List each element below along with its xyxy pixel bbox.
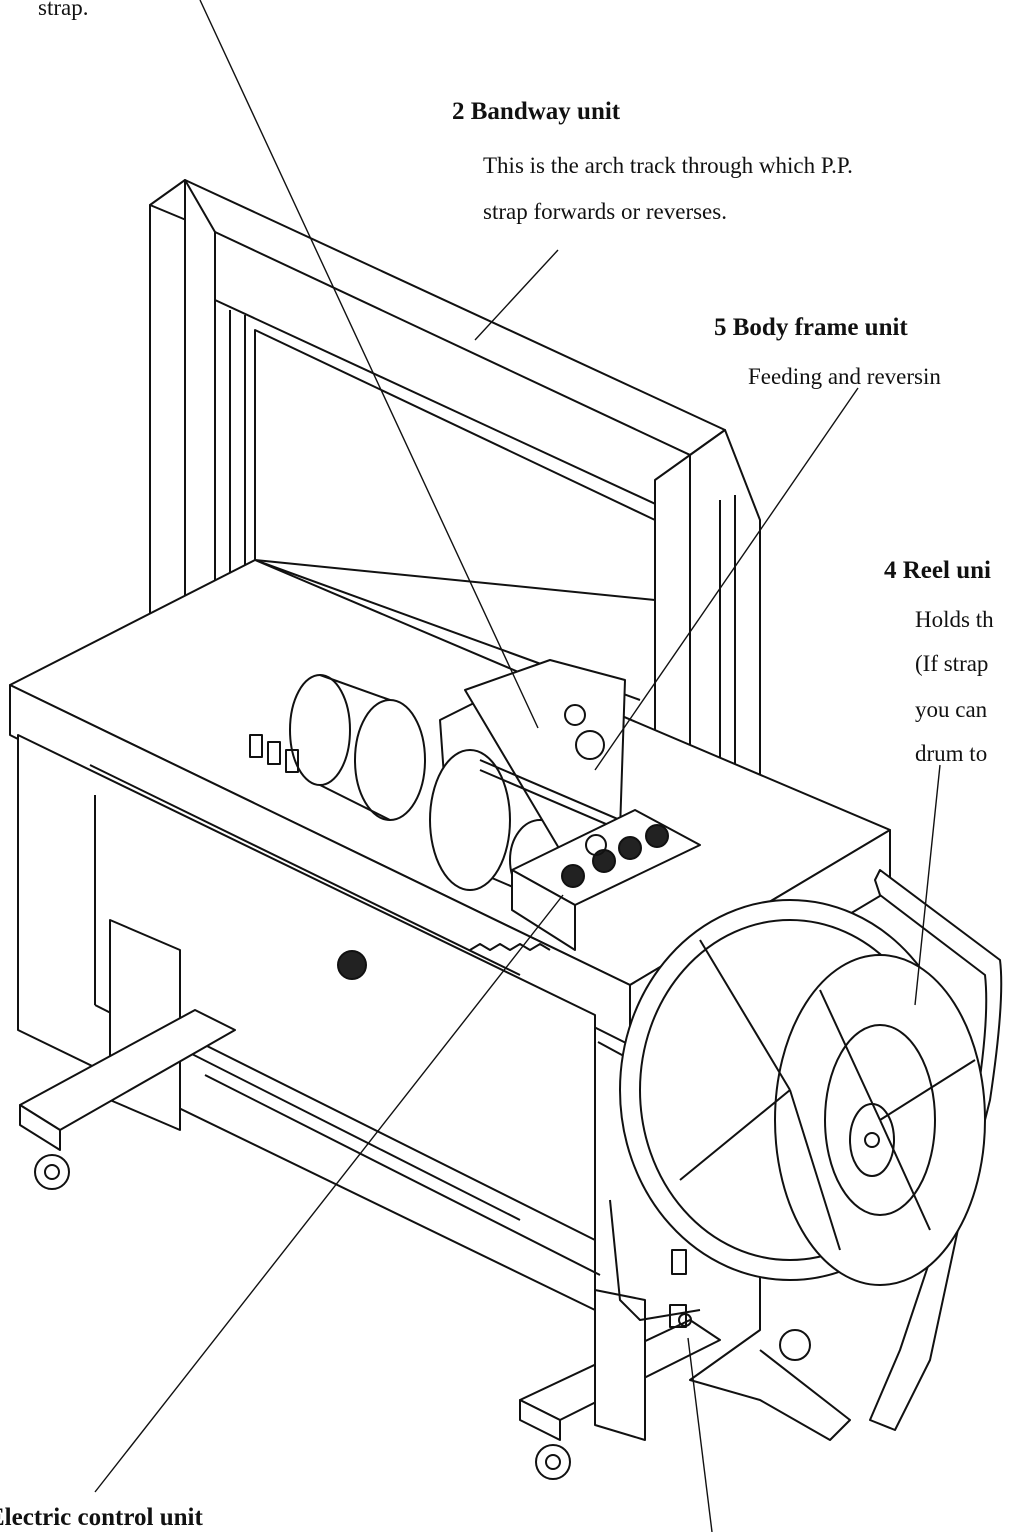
bandway-desc-line-2: strap forwards or reverses. [483,199,727,224]
reel-title: 4 Reel uni [884,557,991,584]
electric-control-title: Electric control unit [0,1504,203,1531]
leader-lines [94,0,941,1532]
reel-desc-line-1: Holds th [915,607,994,632]
control-panel [337,809,701,980]
mechanism [249,659,656,951]
bandway-title: 2 Bandway unit [452,98,621,125]
body-frame-title: 5 Body frame unit [714,314,908,341]
reel-desc-line-4: drum to [915,741,988,766]
top-fragment-text: strap. [38,0,89,20]
body-frame-desc-line-1: Feeding and reversin [748,364,941,389]
bandway-desc-line-1: This is the arch track through which P.P… [483,153,853,178]
casters [34,1154,811,1480]
reel-desc-line-3: you can [915,697,988,722]
reel-desc-line-2: (If strap [915,651,989,676]
reel-unit [597,869,1003,1441]
legs [19,919,721,1441]
